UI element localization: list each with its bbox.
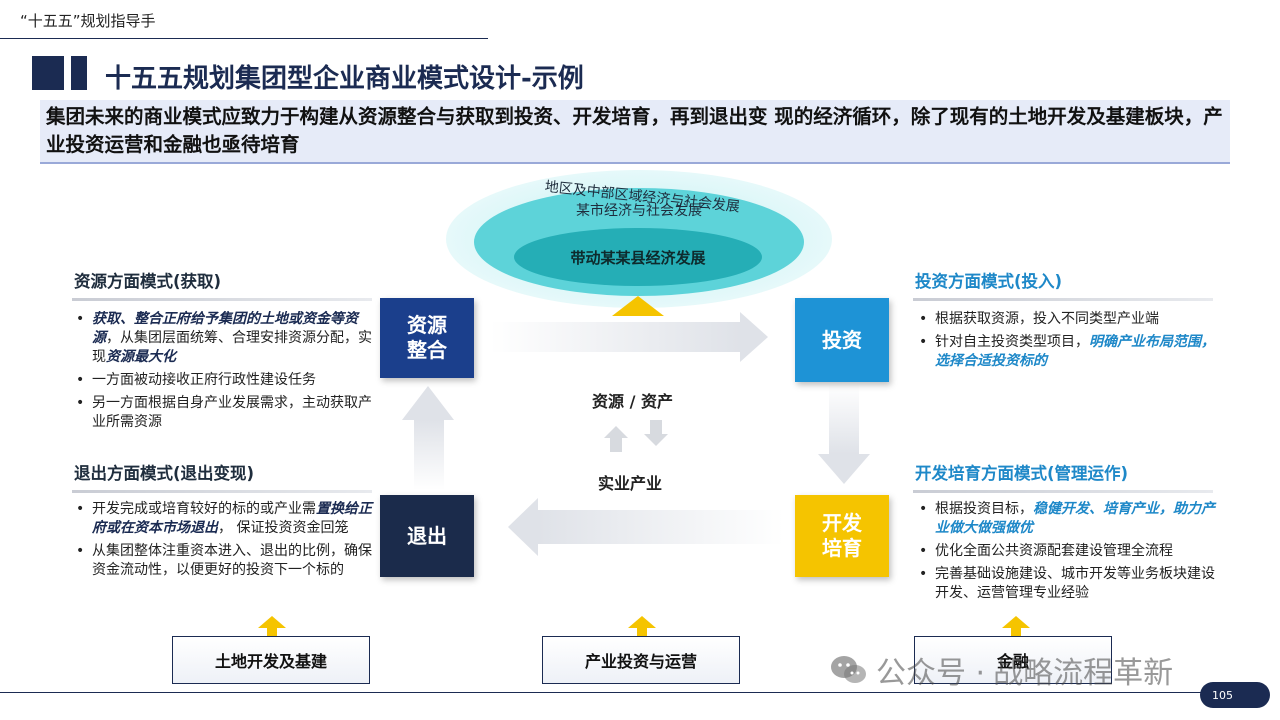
list-item: 获取、整合正府给予集团的土地或资金等资源，从集团层面统筹、合理安排资源分配，实现… — [74, 310, 374, 367]
up-arrow-icon — [612, 296, 664, 316]
flow-arrow-down — [829, 384, 859, 454]
title-accent-bar-small — [71, 56, 87, 90]
invest-bullet-list: 根据获取资源，投入不同类型产业端 针对自主投资类型项目，明确产业布局范围， 选择… — [917, 310, 1217, 375]
finance-label: 金融 — [996, 652, 1029, 671]
exit-bullet-list: 开发完成或培育较好的标的或产业需置换给正府或在资本市场退出， 保证投资资金回笼 … — [74, 500, 376, 584]
develop-section-title: 开发培育方面模式(管理运作) — [915, 464, 1129, 483]
list-item: 一方面被动接收正府行政性建设任务 — [74, 371, 374, 390]
city-development-label: 某市经济与社会发展 — [576, 203, 702, 219]
list-item: 完善基础设施建设、城市开发等业务板块建设开发、运营管理专业经验 — [917, 565, 1217, 603]
industry-up-arrow-icon — [628, 616, 656, 628]
industry-arrow-stem — [637, 628, 647, 638]
page-number-badge: 105 — [1200, 682, 1270, 708]
land-up-arrow-icon — [258, 616, 286, 628]
small-down-arrow-icon — [644, 434, 668, 446]
resource-integration-box: 资源 整合 — [380, 298, 474, 378]
flow-arrow-left-head — [508, 498, 538, 556]
development-label: 开发 培育 — [822, 511, 862, 560]
exit-section-title: 退出方面模式(退出变现) — [74, 464, 255, 483]
flow-arrow-right — [490, 322, 740, 352]
list-item: 优化全面公共资源配套建设管理全流程 — [917, 542, 1217, 561]
list-item: 根据投资目标，稳健开发、培育产业，助力产业做大做强做优 — [917, 500, 1217, 538]
flow-arrow-down-head — [818, 454, 870, 484]
flow-arrow-up-head — [402, 386, 454, 420]
title-accent-bar — [32, 56, 64, 90]
watermark: 公众号 · 战略流程革新 — [830, 648, 1173, 692]
header-divider — [0, 38, 488, 39]
land-arrow-stem — [267, 628, 277, 638]
exit-box: 退出 — [380, 495, 474, 577]
land-development-label: 土地开发及基建 — [214, 652, 327, 671]
small-up-arrow-icon — [604, 426, 628, 438]
list-item: 根据获取资源，投入不同类型产业端 — [917, 310, 1217, 329]
flow-arrow-left — [538, 510, 784, 544]
finance-arrow-stem — [1011, 628, 1021, 638]
small-down-arrow-stem — [650, 420, 662, 434]
watermark-name: 战略流程革新 — [993, 656, 1174, 691]
real-industry-label: 实业产业 — [598, 474, 663, 493]
list-item: 开发完成或培育较好的标的或产业需置换给正府或在资本市场退出， 保证投资资金回笼 — [74, 500, 376, 538]
page-title: 十五五规划集团型企业商业模式设计-示例 — [105, 64, 584, 94]
flow-arrow-up — [414, 420, 444, 490]
develop-section-divider — [913, 490, 1213, 493]
industry-investment-label: 产业投资与运营 — [584, 652, 697, 671]
page-number: 105 — [1212, 688, 1233, 702]
finance-box: 金融 — [914, 636, 1112, 684]
list-item: 另一方面根据自身产业发展需求，主动获取产业所需资源 — [74, 394, 374, 432]
list-item: 从集团整体注重资本进入、退出的比例，确保资金流动性，以便更好的投资下一个标的 — [74, 542, 376, 580]
investment-box: 投资 — [795, 298, 889, 382]
invest-section-title: 投资方面模式(投入) — [915, 272, 1063, 291]
land-development-box: 土地开发及基建 — [172, 636, 370, 684]
resource-bullet-list: 获取、整合正府给予集团的土地或资金等资源，从集团层面统筹、合理安排资源分配，实现… — [74, 310, 374, 436]
county-development-ellipse: 带动某某县经济发展 — [514, 228, 762, 286]
finance-up-arrow-icon — [1002, 616, 1030, 628]
header-title: “十五五”规划指导手 — [20, 12, 156, 30]
wechat-icon — [830, 654, 868, 686]
investment-label: 投资 — [822, 327, 862, 352]
summary-box: 集团未来的商业模式应致力于构建从资源整合与获取到投资、开发培育，再到退出变 现的… — [40, 100, 1230, 164]
exit-section-divider — [72, 490, 372, 493]
watermark-prefix: 公众号 · — [876, 656, 986, 691]
footer-divider — [0, 692, 1208, 693]
resource-asset-label: 资源 / 资产 — [592, 392, 673, 411]
resource-section-divider — [72, 298, 372, 301]
resource-section-title: 资源方面模式(获取) — [74, 272, 222, 291]
resource-integration-label: 资源 整合 — [407, 313, 447, 362]
list-item: 针对自主投资类型项目，明确产业布局范围， 选择合适投资标的 — [917, 333, 1217, 371]
invest-section-divider — [913, 298, 1213, 301]
flow-arrow-right-head — [740, 312, 768, 362]
develop-bullet-list: 根据投资目标，稳健开发、培育产业，助力产业做大做强做优 优化全面公共资源配套建设… — [917, 500, 1217, 607]
exit-label: 退出 — [407, 523, 447, 548]
small-up-arrow-stem — [610, 438, 622, 452]
development-box: 开发 培育 — [795, 495, 889, 577]
industry-investment-box: 产业投资与运营 — [542, 636, 740, 684]
